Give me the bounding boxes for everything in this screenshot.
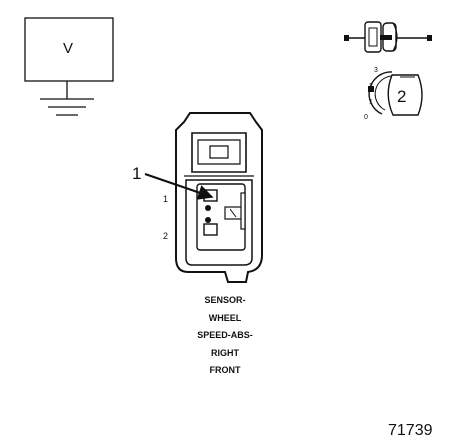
pin-1-dot: [205, 205, 211, 211]
lock-bar: [240, 192, 246, 230]
caption-line-3: SPEED-ABS-: [197, 330, 253, 340]
meter-letter: V: [63, 40, 74, 57]
voltmeter-box: [24, 17, 114, 82]
plug-left-latch: [368, 27, 378, 47]
connector-caption: SENSOR- WHEEL SPEED-ABS- RIGHT FRONT: [175, 292, 275, 380]
callout-arrow: [144, 172, 214, 200]
pin-label-2: 2: [163, 231, 169, 241]
caption-line-5: FRONT: [209, 365, 241, 375]
plug-left-stub: [344, 35, 349, 41]
scale-tick-3: 3: [374, 67, 378, 74]
connector-top-latch: [191, 132, 247, 173]
scale-tick-0: 0: [364, 114, 368, 121]
pin-label-1: 1: [163, 194, 169, 204]
connector-latch-inner: [197, 139, 241, 165]
plug-right-stub: [427, 35, 432, 41]
connector-latch-tab: [209, 145, 229, 159]
caption-line-2: WHEEL: [208, 312, 242, 323]
caption-line-1: SENSOR-: [204, 295, 246, 305]
plug-center-tab: [380, 35, 392, 40]
figure-number: 71739: [388, 422, 433, 439]
lock-slide: [224, 206, 244, 220]
connector-outer-shell: [175, 112, 263, 283]
plug-right-ridge: [392, 22, 398, 52]
caption-line-4: RIGHT: [211, 347, 239, 358]
scale-tick-2: 2: [369, 83, 373, 90]
lock-slide-mark: [229, 208, 237, 218]
scale-arc-inner: [374, 75, 393, 111]
scale-marker: [368, 86, 374, 92]
pin-2-dot: [205, 217, 211, 223]
connector-inner-frame: [185, 179, 253, 266]
key-number: 2: [397, 87, 407, 106]
pin-2-terminal: [203, 223, 218, 236]
key-head: [387, 74, 423, 116]
callout-number: 1: [132, 164, 142, 183]
scale-tick-1: 1: [369, 99, 373, 106]
